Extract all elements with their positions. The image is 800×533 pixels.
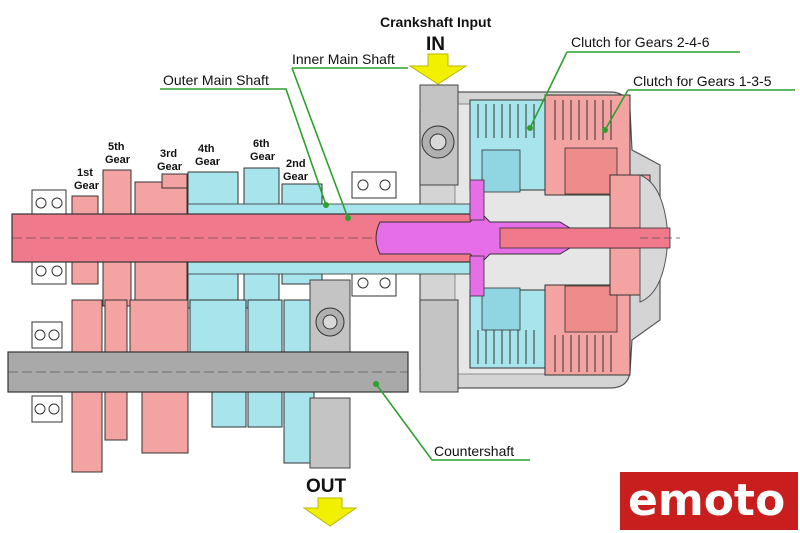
inner-main-shaft-label: Inner Main Shaft [292,51,395,67]
gear-2-num: 2nd [286,158,306,170]
gear-4-num: 4th [198,143,215,155]
gear-1-word: Gear [74,180,100,192]
emoto-watermark: emoto [620,472,798,530]
clutch-246-label: Clutch for Gears 2-4-6 [571,34,710,50]
gear-5-word: Gear [105,154,131,166]
gear-1-num: 1st [77,167,93,179]
countershaft [7,351,409,393]
out-label: OUT [306,476,347,497]
crankshaft-input-label: Crankshaft Input [380,14,492,30]
out-arrow [302,497,358,527]
gear-3-word: Gear [157,161,183,173]
gear-6-word: Gear [250,151,276,163]
countershaft-label: Countershaft [434,443,514,459]
watermark-text: emoto [628,475,785,526]
gear-6-num: 6th [253,138,270,150]
outer-main-shaft-label: Outer Main Shaft [163,72,269,88]
clutch-135-label: Clutch for Gears 1-3-5 [633,73,772,89]
leader-dots [323,125,608,387]
leader-lines [160,51,795,461]
gear-4-word: Gear [195,156,221,168]
gear-2-word: Gear [283,171,309,183]
gear-5-num: 5th [108,141,125,153]
drive-core [375,179,680,297]
primary-drive-gear [419,84,459,393]
in-label: IN [426,34,445,55]
in-arrow [408,53,468,85]
clutch-246 [469,99,546,369]
gear-3-num: 3rd [160,148,177,160]
